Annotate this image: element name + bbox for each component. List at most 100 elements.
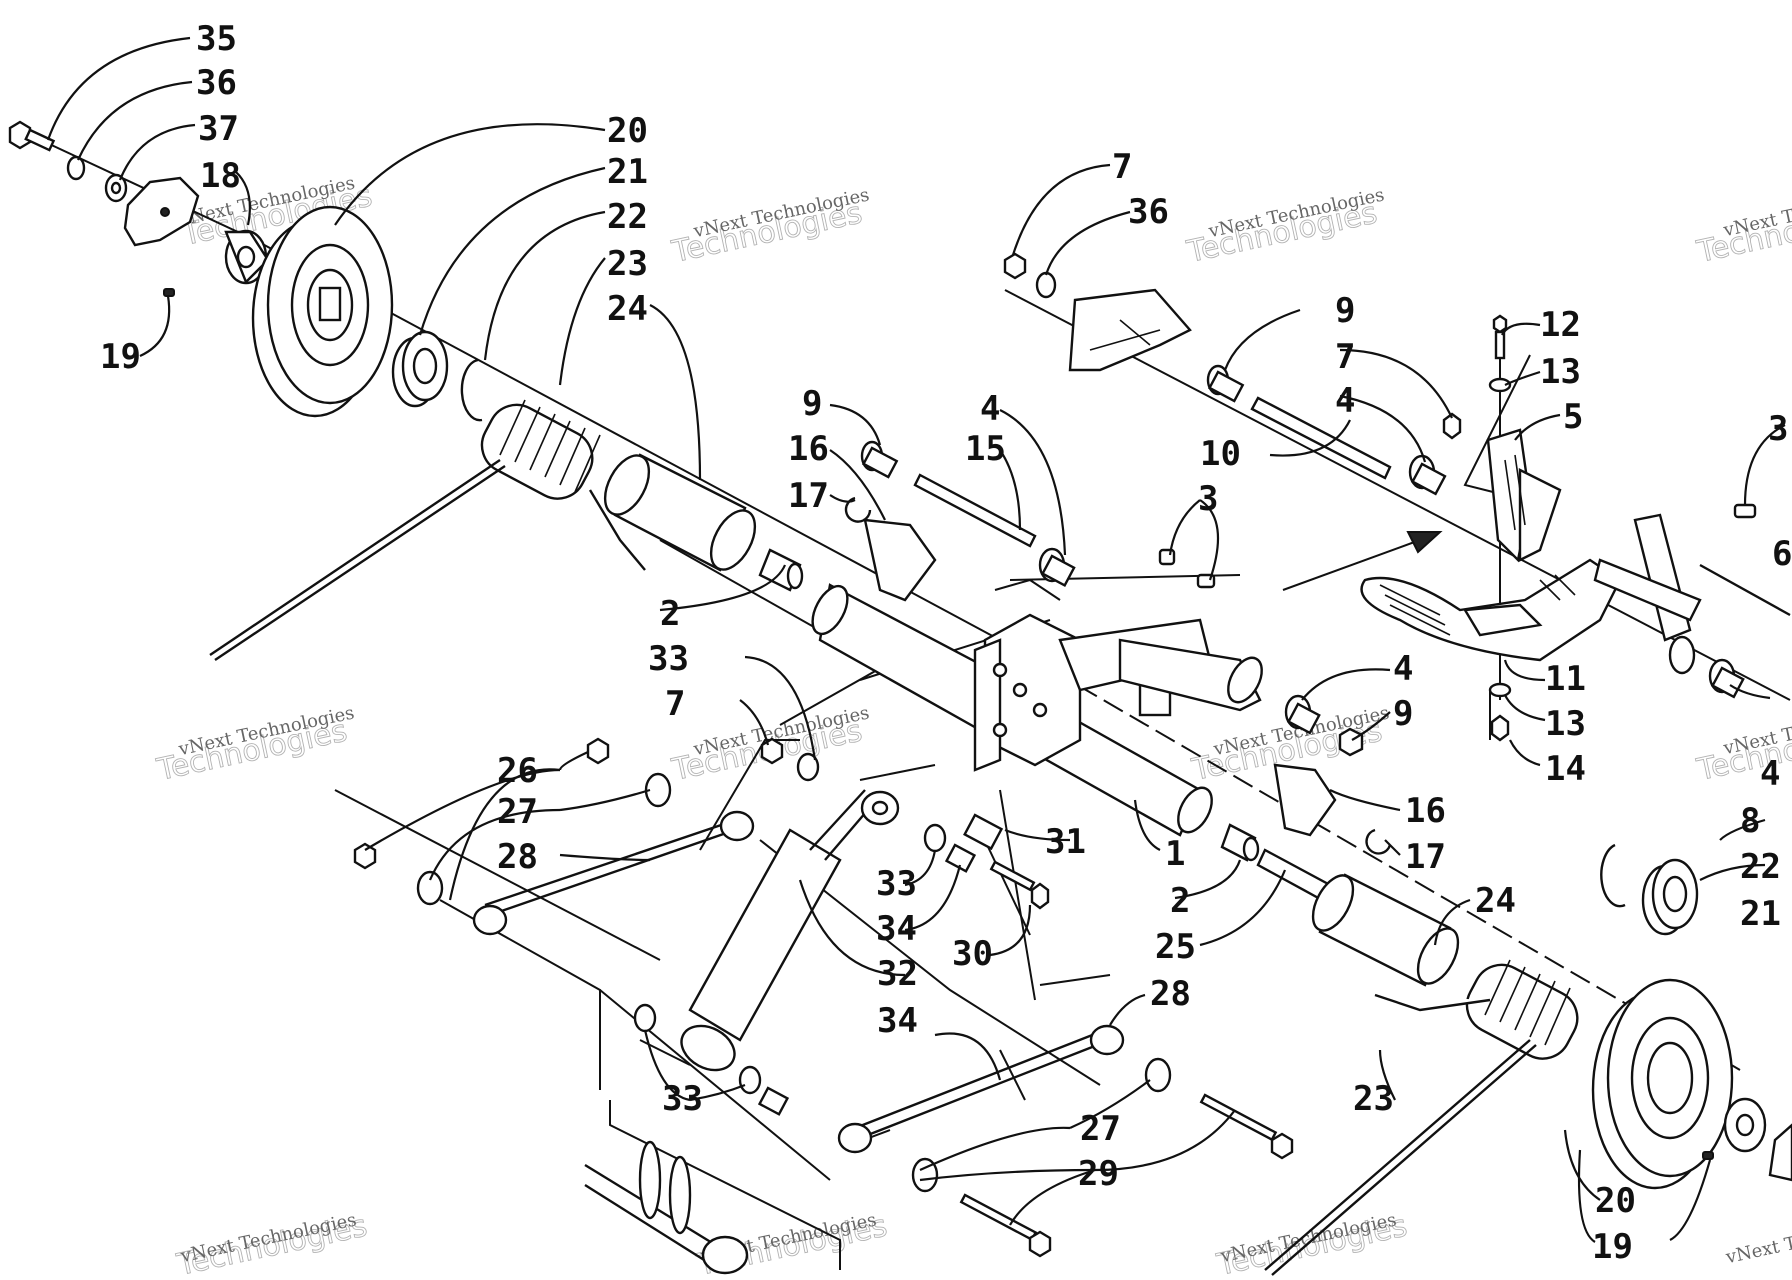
frame-fragment [584, 1140, 749, 1275]
washer-13-top [1488, 377, 1512, 393]
flange-bushing-9-mid [1338, 727, 1364, 757]
bolt-12 [1492, 314, 1508, 360]
washer-13-bottom [1488, 682, 1512, 698]
pivot-frame [973, 613, 1263, 772]
callout-19: 19 [100, 337, 141, 377]
callout-31: 31 [1045, 822, 1086, 862]
watermark: Technologies vNext Technologies [1213, 1208, 1411, 1280]
bolt-35 [8, 120, 56, 152]
nut-7-shock [760, 737, 784, 765]
flange-bushing-4-upper [1038, 547, 1076, 588]
callout-33: 33 [662, 1079, 703, 1119]
callout-35: 35 [196, 19, 237, 59]
flange-bushing-4-mid [1284, 694, 1321, 735]
spacer-34-b [757, 1086, 790, 1116]
flange-bushing-4-right [1408, 454, 1447, 496]
nut-14 [1490, 714, 1510, 742]
callout-27: 27 [1080, 1109, 1121, 1149]
washer-36-top [1035, 271, 1057, 299]
callout-13: 13 [1545, 704, 1586, 744]
watermark: Technologies vNext Technologies [1183, 184, 1386, 270]
callout-4: 4 [1335, 381, 1355, 421]
callout-2: 2 [660, 594, 680, 634]
callout-9: 9 [802, 384, 822, 424]
callout-21: 21 [607, 152, 648, 192]
callout-36: 36 [196, 63, 237, 103]
bolt-30 [989, 860, 1050, 910]
callout-7: 7 [665, 684, 685, 724]
spacer-2-upper [758, 548, 804, 592]
nut-7-right [1442, 412, 1462, 440]
callout-16: 16 [788, 429, 829, 469]
direction-arrow [1282, 531, 1443, 591]
e-clip-17-right [1365, 828, 1392, 855]
bracket-plate-16-left [863, 518, 937, 602]
callout-36: 36 [1128, 192, 1169, 232]
flange-bushing-9-right [1206, 364, 1245, 403]
callout-4: 4 [1760, 754, 1780, 794]
bushing-33-c [633, 1003, 657, 1033]
callout-1: 1 [1165, 834, 1185, 874]
bolt-29-b [959, 1193, 1052, 1258]
callout-7: 7 [1112, 147, 1132, 187]
leader-lines [46, 36, 1786, 1243]
callout-16: 16 [1405, 791, 1446, 831]
mounting-block-18-lower [1768, 1123, 1792, 1182]
callout-26: 26 [497, 751, 538, 791]
shock-absorber-32 [680, 789, 900, 1072]
bushing-33-b [923, 823, 947, 853]
callout-9: 9 [1335, 291, 1355, 331]
callout-24: 24 [1475, 881, 1516, 921]
callout-21: 21 [1740, 894, 1781, 934]
spacer-lower [1723, 1097, 1767, 1153]
link-28-lower [837, 1024, 1125, 1154]
svg-text:vNext Technologies: vNext Technologies [1723, 1210, 1792, 1268]
bracket-plate-16-right [1273, 763, 1337, 837]
nut-26-a [586, 737, 610, 765]
link-28-upper [472, 810, 755, 936]
idler-wheel-20-upper [251, 205, 394, 418]
bushing-27-d [911, 1157, 939, 1193]
callout-10: 10 [1200, 434, 1241, 474]
mounting-block-18 [123, 176, 200, 247]
pivot-arm-6 [1593, 513, 1791, 675]
callout-18: 18 [200, 156, 241, 196]
callout-9: 9 [1393, 694, 1413, 734]
nut-26-b [353, 842, 377, 870]
callout-29: 29 [1078, 1154, 1119, 1194]
top-bracket [1068, 288, 1192, 372]
torsion-spring-23-upper [209, 399, 646, 661]
flange-bushing-4-far-right [1708, 658, 1745, 699]
ski-11 [1360, 558, 1622, 662]
callout-23: 23 [1353, 1079, 1394, 1119]
callout-24: 24 [607, 289, 648, 329]
snap-ring-22-lower [1600, 843, 1626, 908]
watermark: Technologies vNext Technologies [668, 184, 871, 270]
spacer-31 [963, 813, 1004, 851]
callout-22: 22 [1740, 847, 1781, 887]
bearing-21-lower [1641, 858, 1699, 936]
callout-28: 28 [1150, 974, 1191, 1014]
spacer-upper [224, 229, 270, 285]
callout-5: 5 [1563, 397, 1583, 437]
flange-bushing-9-left [860, 440, 899, 479]
grease-fitting-3a [1158, 548, 1176, 566]
callout-14: 14 [1545, 749, 1586, 789]
callout-37: 37 [198, 109, 239, 149]
callout-33: 33 [876, 864, 917, 904]
spacer-34-a [944, 843, 977, 873]
spacer-2-lower [1220, 823, 1260, 862]
bushing-24-lower [1311, 873, 1460, 987]
callout-8: 8 [1740, 801, 1760, 841]
watermark: vNext Technologies [1723, 1210, 1792, 1268]
callout-3: 3 [1768, 409, 1788, 449]
bearing-21-upper [391, 330, 449, 408]
callout-20: 20 [1595, 1181, 1636, 1221]
callout-13: 13 [1540, 352, 1581, 392]
watermark: Technologies vNext Technologies [153, 702, 356, 788]
callout-7: 7 [1335, 337, 1355, 377]
callout-17: 17 [788, 476, 829, 516]
callout-32: 32 [877, 954, 918, 994]
bushing-27-a [644, 772, 672, 808]
